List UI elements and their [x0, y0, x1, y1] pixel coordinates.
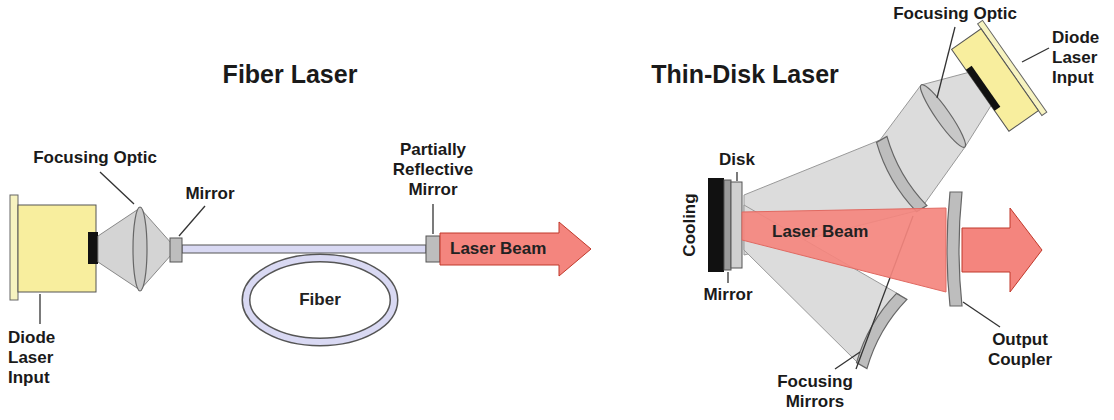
diode-assembly: [948, 20, 1047, 136]
disk: [731, 182, 742, 268]
part-label: Cooling: [680, 185, 700, 265]
mirror: [170, 238, 182, 262]
arrow-outline: [440, 222, 591, 276]
part-label: Focusing Optic: [880, 4, 1030, 24]
panel-title: Thin-Disk Laser: [625, 60, 865, 89]
lens: [915, 81, 970, 151]
leader-line: [1022, 48, 1049, 62]
part-label: Output Coupler: [975, 330, 1065, 370]
node-text: Laser Beam: [450, 239, 546, 259]
diode-emitter: [88, 232, 98, 264]
part-label: Focusing Mirrors: [760, 372, 870, 412]
leader-line: [736, 172, 737, 181]
beam-body: [742, 208, 946, 292]
beam-arrowhead: [962, 208, 1042, 292]
node-text: Laser Beam: [772, 222, 868, 242]
part-label: Partially Reflective Mirror: [383, 140, 483, 200]
fiber-loop-core: [246, 258, 394, 342]
fiber-line: [182, 245, 426, 253]
node-text: Fiber: [299, 290, 341, 310]
part-label: Diode Laser Input: [1052, 28, 1110, 88]
leader-line: [432, 204, 433, 234]
leader-line: [835, 352, 860, 369]
disk-mirror: [724, 180, 731, 270]
part-label: Diode Laser Input: [8, 328, 78, 388]
partial-mirror: [426, 236, 440, 262]
laser-beam-arrow: Laser Beam: [440, 222, 591, 276]
beam-shape: [742, 198, 1042, 298]
diode-box: [952, 29, 1039, 132]
leader-line: [727, 272, 728, 283]
part-label: Disk: [712, 150, 762, 170]
diode-plate: [10, 195, 18, 300]
panel-title: Fiber Laser: [190, 60, 390, 89]
fiber-loop-outline: [246, 258, 394, 342]
diode-emitter: [966, 66, 1000, 111]
leader-line: [963, 302, 1000, 327]
leader-line: [937, 27, 955, 98]
lens: [133, 207, 147, 291]
leader-line: [39, 294, 40, 324]
cooling-block: [708, 178, 724, 272]
laser-beam-arrow: Laser Beam: [742, 198, 1042, 298]
part-label: Focusing Optic: [15, 148, 175, 168]
part-label: Mirror: [175, 184, 245, 204]
output-coupler: [947, 192, 962, 306]
part-label: Mirror: [698, 285, 758, 305]
fiber-laser-art: [10, 172, 440, 324]
leader-line: [179, 206, 205, 236]
focusing-mirror: [872, 136, 927, 214]
fiber-loop: Fiber: [240, 252, 400, 348]
diode-box: [18, 205, 96, 292]
leader-line: [100, 172, 134, 204]
